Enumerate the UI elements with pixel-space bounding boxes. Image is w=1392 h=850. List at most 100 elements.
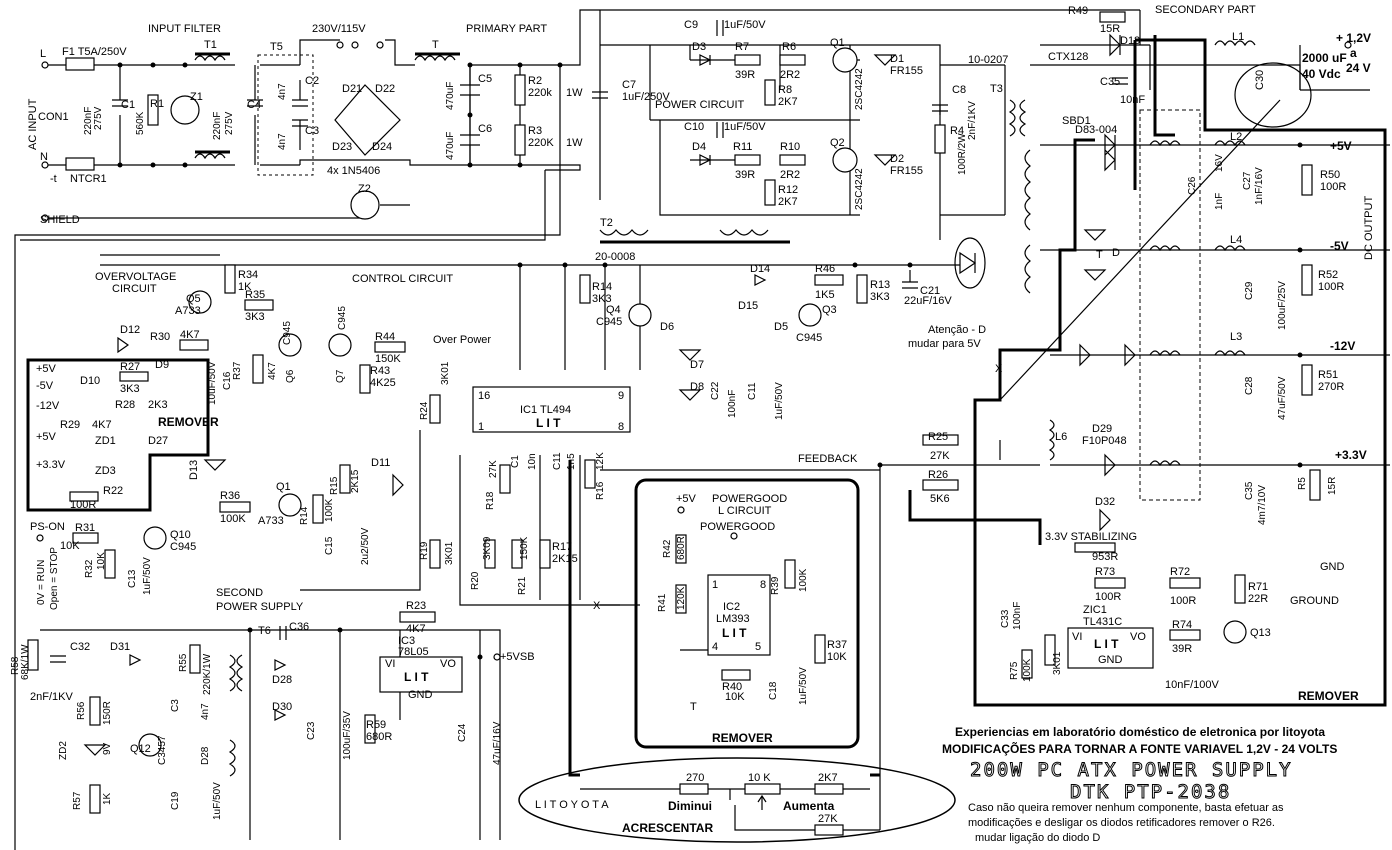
zic1-vi: VI: [1072, 631, 1082, 643]
q1b-label: Q1: [276, 481, 291, 493]
resistor-r14b: [312, 494, 324, 524]
r20-label: R20: [470, 571, 481, 590]
resistor-r6: [779, 54, 806, 66]
d1-value: FR155: [890, 65, 923, 77]
d28b-label: D28: [200, 746, 211, 765]
r28-label: R28: [115, 399, 135, 411]
r40-value: 10K: [725, 691, 745, 703]
second-power-supply: SECOND POWER SUPPLY R23 4K7 R58 68K/1W C…: [10, 587, 535, 820]
c30-label: C30: [1254, 70, 1266, 90]
terminal-l[interactable]: [41, 61, 49, 69]
t1-label: T1: [204, 39, 217, 51]
diminui-label: Diminui: [668, 799, 712, 813]
selector-pin-3[interactable]: [376, 41, 384, 49]
c11b-label: C11: [747, 382, 758, 400]
cap-voltage-callout: 40 Vdc: [1302, 67, 1341, 81]
ps-on-label: PS-ON: [30, 521, 65, 533]
power-circuit: POWER CIRCUIT C9 1uF/50V C10 1uF/50V D3 …: [595, 19, 1031, 294]
add-27k-label: 27K: [818, 813, 838, 825]
r2-label: R2: [528, 75, 542, 87]
ic-zic1: [1067, 627, 1154, 669]
junction-dots: [117, 62, 1303, 660]
r28-value: 2K3: [148, 399, 168, 411]
r1-label: R1: [150, 98, 164, 110]
q10-value: C945: [170, 541, 196, 553]
r19-label: R19: [419, 541, 430, 560]
r17-label: R17: [552, 541, 572, 553]
c13-value: 1uF/50V: [142, 557, 153, 595]
primary-part: PRIMARY PART C5 C6 470uF 470uF R2 220k R…: [445, 23, 670, 165]
r10-label: R10: [780, 141, 800, 153]
d4-label: D4: [692, 141, 706, 153]
c9-label: C9: [684, 19, 698, 31]
r26-value-shown: 5K6: [930, 493, 950, 505]
input-minus5v: -5V: [36, 380, 54, 392]
resistor-r74: [1169, 629, 1201, 641]
r59-label: R59: [366, 719, 386, 731]
output-terminal-variable[interactable]: [1344, 41, 1352, 49]
r56-label: R56: [76, 701, 87, 720]
output-a-label: a: [1350, 46, 1357, 60]
resistor-r43: [359, 364, 371, 394]
r37-value: 4K7: [267, 362, 278, 380]
r30-label: R30: [150, 331, 170, 343]
r23-label: R23: [406, 600, 426, 612]
ps-on-terminal[interactable]: [36, 534, 44, 542]
r72-value: 100R: [1170, 595, 1196, 607]
powergood-terminal[interactable]: [730, 532, 738, 540]
d29-value: F10P048: [1082, 435, 1127, 447]
r46-value: 1K5: [815, 289, 835, 301]
vsb-label: +5VSB: [500, 651, 535, 663]
r46-label: R46: [815, 263, 835, 275]
r16-label: R16: [595, 481, 606, 500]
stabilizing-heading: 3.3V STABILIZING: [1045, 531, 1137, 543]
c3-sps-value: 4n7: [200, 703, 211, 720]
r49-value: 15R: [1100, 23, 1120, 35]
c2-label: C2: [305, 75, 319, 87]
r24-value: 3K01: [440, 361, 451, 385]
ic-78l05: [379, 656, 463, 693]
control-circuit-heading: CONTROL CIRCUIT: [352, 273, 453, 285]
pg-plus5v-terminal[interactable]: [677, 506, 685, 514]
r7-value: 39R: [735, 69, 755, 81]
vsb-terminal[interactable]: [493, 653, 501, 661]
gnd-label: GND: [1320, 561, 1345, 573]
ps-on-section: PS-ON 0V = RUN Open = STOP R31 10K R32 1…: [30, 521, 196, 610]
r50-label: R50: [1320, 169, 1340, 181]
r73-label: R73: [1095, 566, 1115, 578]
r27-label: R27: [120, 361, 140, 373]
q7-label: Q7: [335, 369, 346, 383]
zd2-value: 9V: [102, 742, 113, 755]
diode-callout-ellipse: [954, 237, 986, 289]
terminal-shield[interactable]: [41, 214, 49, 222]
t5-shield: [257, 54, 314, 176]
d15-label: D15: [738, 300, 758, 312]
r44-label: R44: [375, 331, 395, 343]
terminal-n[interactable]: [41, 161, 49, 169]
add-10k-label: 10 K: [748, 772, 771, 784]
f1-label: F1 T5A/250V: [62, 46, 127, 58]
selector-pin-2[interactable]: [351, 41, 359, 49]
resistor-r15: [339, 464, 351, 494]
d2-value: FR155: [890, 165, 923, 177]
resistor-r37: [252, 354, 264, 384]
ic2-pin8: 8: [760, 579, 766, 591]
r10-value: 2R2: [780, 169, 800, 181]
remover-label-left: REMOVER: [158, 415, 219, 429]
q3-label: Q3: [822, 304, 837, 316]
powergood-heading: POWERGOOD: [712, 493, 787, 505]
remover-label-secondary: REMOVER: [1298, 689, 1359, 703]
resistor-r27: [119, 371, 149, 382]
c4-voltage: 275V: [224, 111, 235, 135]
r52-label: R52: [1318, 269, 1338, 281]
r44-value: 150K: [375, 353, 401, 365]
bridge-type-label: 4x 1N5406: [327, 165, 380, 177]
q12-value: C3457: [157, 735, 168, 765]
potentiometer-10k[interactable]: [744, 783, 781, 795]
c1b-label: C1: [510, 455, 521, 468]
c24-value: 47uF/16V: [492, 721, 503, 765]
d12-label: D12: [120, 324, 140, 336]
attention-callout: Atenção - D: [928, 324, 986, 336]
r11-label: R11: [733, 141, 752, 153]
selector-pin-1[interactable]: [336, 41, 344, 49]
